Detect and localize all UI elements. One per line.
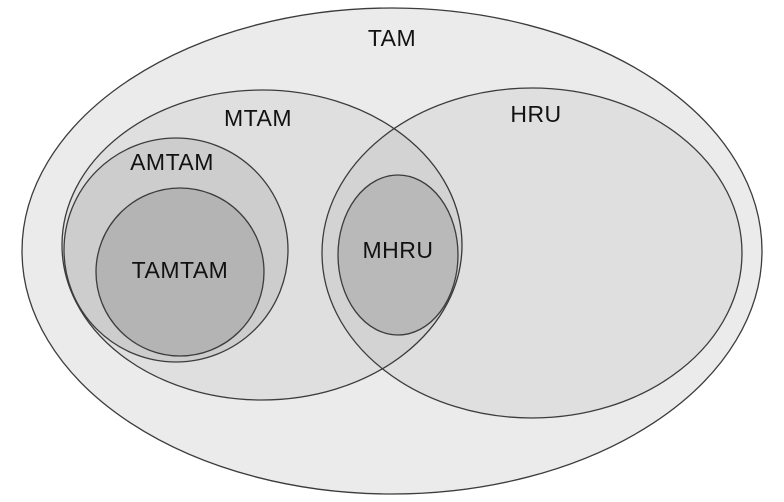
tam-ellipse: [21, 7, 763, 495]
mtam-label: MTAM: [224, 105, 292, 131]
tamtam-label: TAMTAM: [132, 257, 229, 283]
mtam-ellipse: [61, 89, 463, 401]
mhru-label: MHRU: [363, 237, 434, 263]
hru-label: HRU: [510, 101, 561, 127]
tam-label: TAM: [368, 25, 416, 51]
amtam-circle: [63, 137, 289, 363]
hru-ellipse: [321, 87, 743, 419]
amtam-label: AMTAM: [130, 149, 214, 175]
tamtam-circle: [95, 187, 265, 357]
mhru-ellipse: [337, 174, 459, 336]
